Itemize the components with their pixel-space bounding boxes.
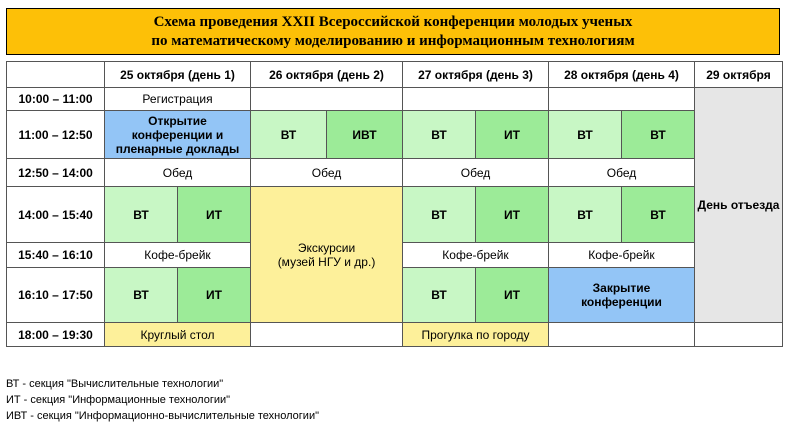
- time-cell: 18:00 – 19:30: [6, 322, 105, 347]
- day-header-2: 26 октября (день 2): [250, 61, 403, 88]
- title-line-2: по математическому моделированию и инфор…: [151, 32, 635, 49]
- coffee-break-cell: Кофе-брейк: [402, 242, 549, 268]
- lunch-cell: Обед: [402, 158, 549, 187]
- section-ivt-cell: ИВТ: [326, 110, 403, 159]
- opening-line-2: конференции и: [131, 127, 224, 142]
- section-vt-cell: ВТ: [402, 267, 476, 323]
- departure-cell: День отъезда: [694, 87, 783, 323]
- closing-line-1: Закрытие: [592, 281, 651, 295]
- table-row: 10:00 – 11:00 Регистрация День отъезда: [6, 87, 783, 323]
- opening-line-1: Открытие: [148, 113, 207, 128]
- schedule-title: Схема проведения XXII Всероссийской конф…: [6, 8, 780, 55]
- table-row: 11:00 – 12:50 Открытие конференции и пле…: [6, 110, 783, 159]
- section-vt-cell: ВТ: [104, 186, 178, 243]
- legend: ВТ - секция "Вычислительные технологии" …: [6, 376, 319, 424]
- lunch-cell: Обед: [104, 158, 251, 187]
- time-cell: 15:40 – 16:10: [6, 242, 105, 268]
- empty-cell: [694, 322, 783, 347]
- day-header-3: 27 октября (день 3): [402, 61, 549, 88]
- closing-line-2: конференции: [581, 295, 662, 309]
- excursion-line-2: (музей НГУ и др.): [277, 254, 376, 269]
- section-it-cell: ИТ: [177, 186, 251, 243]
- day-header-1: 25 октября (день 1): [104, 61, 251, 88]
- corner-cell: [6, 61, 105, 88]
- header-row: 25 октября (день 1) 26 октября (день 2) …: [6, 61, 783, 88]
- legend-item-ivt: ИВТ - секция "Информационно-вычислительн…: [6, 410, 320, 422]
- empty-cell: [548, 87, 695, 111]
- excursion-cell: Экскурсии (музей НГУ и др.): [250, 186, 403, 323]
- time-cell: 14:00 – 15:40: [6, 186, 105, 243]
- schedule-table: 25 октября (день 1) 26 октября (день 2) …: [6, 61, 783, 347]
- lunch-cell: Обед: [250, 158, 403, 187]
- legend-item-vt: ВТ - секция "Вычислительные технологии": [6, 378, 224, 390]
- coffee-break-cell: Кофе-брейк: [548, 242, 695, 268]
- legend-item-it: ИТ - секция "Информационные технологии": [6, 394, 231, 406]
- day-header-4: 28 октября (день 4): [548, 61, 695, 88]
- closing-cell: Закрытие конференции: [548, 267, 695, 323]
- section-vt-cell: ВТ: [250, 110, 327, 159]
- time-cell: 12:50 – 14:00: [6, 158, 105, 187]
- section-it-cell: ИТ: [177, 267, 251, 323]
- time-cell: 11:00 – 12:50: [6, 110, 105, 159]
- section-it-cell: ИТ: [475, 267, 549, 323]
- city-walk-cell: Прогулка по городу: [402, 322, 549, 347]
- section-it-cell: ИТ: [475, 186, 549, 243]
- section-vt-cell: ВТ: [402, 110, 476, 159]
- section-vt-cell: ВТ: [402, 186, 476, 243]
- title-line-1: Схема проведения XXII Всероссийской конф…: [153, 13, 633, 30]
- opening-line-3: пленарные доклады: [115, 141, 240, 156]
- empty-cell: [402, 87, 549, 111]
- section-vt-cell: ВТ: [104, 267, 178, 323]
- registration-cell: Регистрация: [104, 87, 251, 111]
- lunch-cell: Обед: [548, 158, 695, 187]
- time-cell: 16:10 – 17:50: [6, 267, 105, 323]
- section-vt-cell: ВТ: [548, 110, 622, 159]
- section-vt-cell: ВТ: [621, 110, 695, 159]
- empty-cell: [250, 87, 403, 111]
- section-vt-cell: ВТ: [548, 186, 622, 243]
- opening-cell: Открытие конференции и пленарные доклады: [104, 110, 251, 159]
- table-row: 14:00 – 15:40 ВТ ИТ Экскурсии (музей НГУ…: [6, 186, 783, 323]
- time-cell: 10:00 – 11:00: [6, 87, 105, 111]
- table-row: 15:40 – 16:10 Кофе-брейк Кофе-брейк Кофе…: [6, 242, 783, 268]
- table-row: 12:50 – 14:00 Обед Обед Обед Обед: [6, 158, 783, 187]
- empty-cell: [548, 322, 695, 347]
- section-it-cell: ИТ: [475, 110, 549, 159]
- section-vt-cell: ВТ: [621, 186, 695, 243]
- coffee-break-cell: Кофе-брейк: [104, 242, 251, 268]
- excursion-line-1: Экскурсии: [297, 240, 356, 255]
- day-header-5: 29 октября: [694, 61, 783, 88]
- empty-cell: [250, 322, 403, 347]
- round-table-cell: Круглый стол: [104, 322, 251, 347]
- table-row: 18:00 – 19:30 Круглый стол Прогулка по г…: [6, 322, 783, 347]
- table-row: 16:10 – 17:50 ВТ ИТ ВТ ИТ Закрытие конфе…: [6, 267, 783, 323]
